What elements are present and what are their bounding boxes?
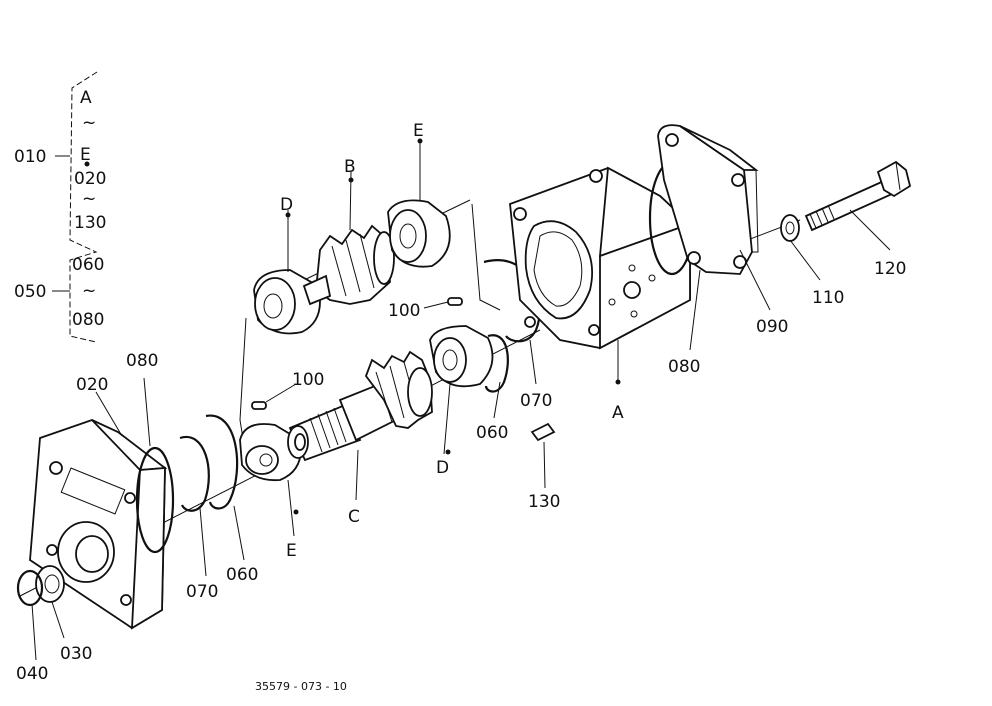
label-d-lower: D	[436, 458, 449, 478]
gear-body-a	[509, 166, 692, 350]
label-100-upper: 100	[388, 301, 420, 321]
label-070-left: 070	[186, 582, 218, 602]
legend-010-entry-a: A	[80, 88, 92, 108]
backup-ring-070-left	[179, 435, 210, 512]
seal-060-mid	[484, 334, 509, 393]
legend-010-code: 010	[14, 147, 46, 167]
pin-100-upper	[447, 297, 463, 306]
legend-010-entry-130: 130	[74, 213, 106, 233]
side-plate-d-lower	[429, 325, 494, 388]
backup-ring-070-right	[483, 259, 541, 343]
driven-gear-b	[302, 224, 395, 306]
drawing-number: 35579 - 073 - 10	[255, 680, 347, 693]
leader-dots	[285, 138, 621, 515]
label-e-lower: E	[286, 541, 297, 561]
oil-seal-030	[35, 565, 65, 603]
label-070-right: 070	[520, 391, 552, 411]
o-ring-080-left	[135, 446, 175, 554]
label-b: B	[344, 157, 356, 177]
label-060-left: 060	[226, 565, 258, 585]
snap-ring-040	[16, 569, 44, 607]
label-080-left: 080	[126, 351, 158, 371]
legend-050-code: 050	[14, 282, 46, 302]
label-e-upper: E	[413, 121, 424, 141]
label-020: 020	[76, 375, 108, 395]
legend-050-range: ~	[82, 281, 96, 301]
leader-lines	[31, 140, 891, 661]
side-plate-e-upper	[387, 199, 451, 268]
legend-050-entry-060: 060	[72, 255, 104, 275]
label-040: 040	[16, 664, 48, 684]
label-100-lower: 100	[292, 370, 324, 390]
washer-110	[780, 214, 800, 242]
rear-cover-090	[657, 124, 759, 275]
label-130: 130	[528, 492, 560, 512]
label-d-upper: D	[280, 195, 293, 215]
legend-bracket	[52, 71, 98, 343]
drive-gear-c	[287, 350, 433, 462]
label-060-mid: 060	[476, 423, 508, 443]
side-plate-e-lower	[239, 423, 302, 482]
legend-010-range-2: ~	[82, 189, 96, 209]
legend-010-range-1: ~	[82, 113, 96, 133]
label-030: 030	[60, 644, 92, 664]
legend-050-entry-080: 080	[72, 310, 104, 330]
bolt-120	[804, 160, 912, 232]
label-090: 090	[756, 317, 788, 337]
pin-100-lower	[251, 401, 267, 410]
legend-dot	[84, 161, 90, 167]
label-120: 120	[874, 259, 906, 279]
label-a: A	[612, 403, 624, 423]
label-c: C	[348, 507, 360, 527]
label-110: 110	[812, 288, 844, 308]
legend-010-entry-e: E	[80, 145, 91, 165]
dowel-pin-130	[530, 422, 556, 442]
legend-010-entry-020: 020	[74, 169, 106, 189]
seal-060-left	[205, 414, 239, 510]
label-080-right: 080	[668, 357, 700, 377]
